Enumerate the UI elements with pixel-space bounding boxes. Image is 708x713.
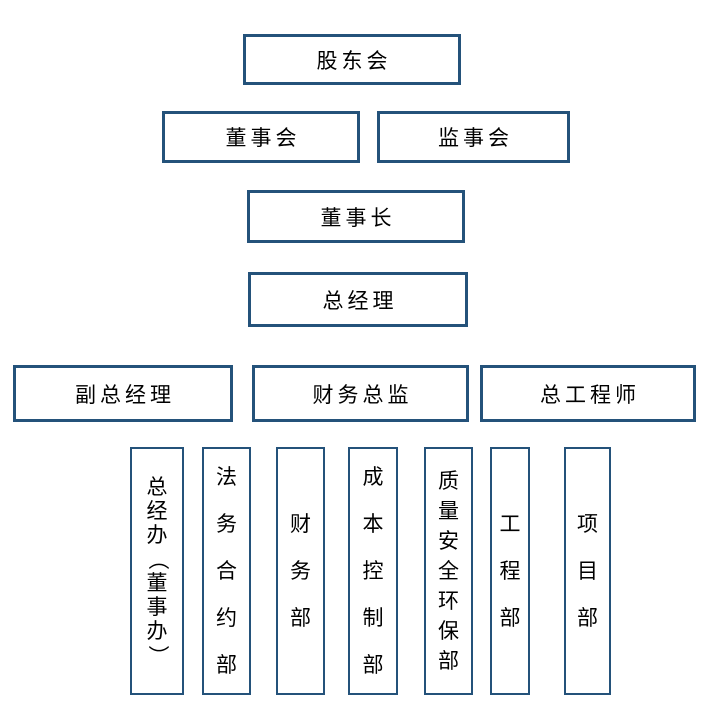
org-node-board-of-directors-label: 董事会	[225, 126, 301, 150]
vertical-label-char: 部	[362, 652, 384, 677]
org-node-deputy-general-manager: 副总经理	[13, 365, 233, 422]
vertical-label-char: 控	[362, 558, 384, 583]
vertical-label-char: 工	[499, 511, 521, 536]
vertical-label-char: 量	[438, 498, 459, 523]
org-node-project-dept: 项目部	[564, 447, 611, 695]
vertical-label-char: 部	[290, 605, 311, 630]
vertical-label-char: 总	[146, 474, 168, 499]
vertical-label-char: 办	[146, 618, 168, 643]
vertical-label-char: 财	[290, 511, 311, 536]
org-node-quality-safety-env-dept: 质量安全环保部	[424, 447, 473, 695]
vertical-label-char: 部	[438, 648, 459, 673]
vertical-label-char: 成	[362, 464, 384, 489]
org-node-general-manager-label: 总经理	[322, 288, 398, 313]
org-node-engineering-dept: 工程部	[490, 447, 530, 695]
vertical-label-char: 全	[438, 558, 459, 583]
org-node-legal-contracts-dept: 法务合约部	[202, 447, 251, 695]
vertical-label-char: 项	[577, 511, 598, 536]
org-node-finance-dept: 财务部	[276, 447, 325, 695]
org-node-board-of-directors: 董事会	[162, 111, 360, 163]
org-node-chairman-label: 董事长	[320, 205, 396, 230]
vertical-label-char: 约	[216, 605, 237, 630]
vertical-label-char: 法	[216, 464, 237, 489]
vertical-label-char: 部	[577, 605, 598, 630]
vertical-label-char: 事	[146, 594, 168, 619]
vertical-label-char: 保	[438, 618, 459, 643]
org-node-shareholders-meeting: 股东会	[243, 34, 461, 85]
org-node-finance-director-label: 财务总监	[312, 382, 413, 407]
vertical-label-char: 安	[438, 528, 459, 553]
org-node-supervisory-board: 监事会	[377, 111, 570, 163]
vertical-label-char: 合	[216, 558, 237, 583]
vertical-label-char: （	[145, 548, 170, 570]
vertical-label-char: 办	[146, 522, 168, 547]
vertical-label-char: 务	[216, 511, 237, 536]
vertical-label-char: 董	[146, 570, 168, 595]
vertical-label-char: 部	[499, 605, 521, 630]
org-node-shareholders-meeting-label: 股东会	[316, 48, 392, 73]
vertical-label-char: 部	[216, 652, 237, 677]
vertical-label-char: 制	[362, 605, 384, 630]
org-node-general-manager: 总经理	[248, 272, 468, 327]
org-node-finance-director: 财务总监	[252, 365, 469, 422]
vertical-label-char: 质	[438, 468, 459, 493]
vertical-label-char: 经	[146, 498, 168, 523]
vertical-label-char: 环	[438, 588, 459, 613]
vertical-label-char: 程	[499, 558, 521, 583]
org-node-chief-engineer-label: 总工程师	[540, 382, 640, 407]
vertical-label-char: 本	[362, 511, 384, 536]
vertical-label-char: ）	[145, 644, 170, 666]
org-node-chairman: 董事长	[247, 190, 465, 243]
org-node-deputy-general-manager-label: 副总经理	[75, 382, 175, 407]
org-node-supervisory-board-label: 监事会	[438, 126, 513, 150]
org-node-cost-control-dept: 成本控制部	[348, 447, 398, 695]
vertical-label-char: 务	[290, 558, 311, 583]
vertical-label-char: 目	[577, 558, 598, 583]
org-node-gm-office: 总经办（董事办）	[130, 447, 184, 695]
org-node-chief-engineer: 总工程师	[480, 365, 696, 422]
